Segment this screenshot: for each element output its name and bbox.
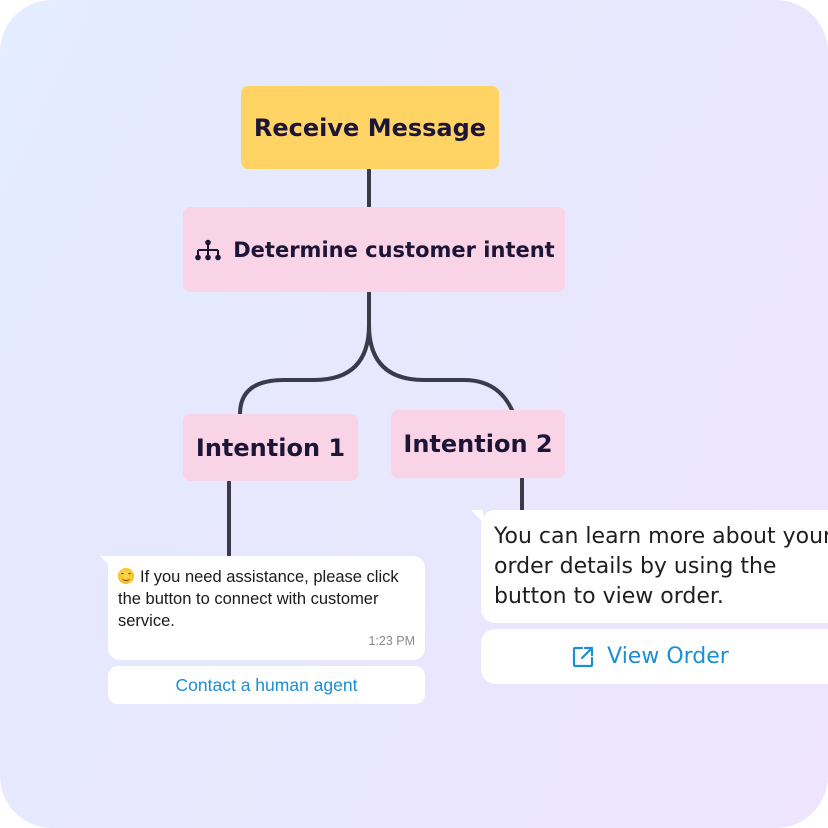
branch-node-label: Intention 1 bbox=[195, 433, 346, 462]
message-timestamp: 1:23 PM bbox=[368, 634, 415, 648]
chat-bubble-tail bbox=[100, 556, 110, 566]
branch-node-intention-2: Intention 2 bbox=[391, 410, 565, 478]
smiling-face-emoji bbox=[118, 568, 134, 584]
contact-human-agent-button[interactable]: Contact a human agent bbox=[108, 666, 425, 704]
chat-bubble-assistance: If you need assistance, please click the… bbox=[108, 556, 425, 660]
connector-decision-to-intention-2 bbox=[367, 323, 514, 412]
hierarchy-icon bbox=[193, 238, 223, 262]
decision-node-determine-intent: Determine customer intent bbox=[183, 207, 565, 292]
connector-decision-to-intention-1 bbox=[238, 291, 371, 416]
button-label: Contact a human agent bbox=[175, 674, 358, 695]
decision-node-label: Determine customer intent bbox=[233, 237, 555, 262]
view-order-button[interactable]: View Order bbox=[481, 629, 828, 684]
external-link-icon bbox=[571, 645, 595, 669]
chat-bubble-order-info: You can learn more about your order deta… bbox=[481, 510, 828, 623]
chat-message: If you need assistance, please click the… bbox=[118, 568, 399, 630]
chat-bubble-tail bbox=[471, 510, 483, 522]
branch-node-intention-1: Intention 1 bbox=[183, 414, 358, 481]
chat-message: You can learn more about your order deta… bbox=[494, 524, 828, 609]
start-node-receive-message: Receive Message bbox=[241, 86, 499, 169]
chat-bubble-text: If you need assistance, please click the… bbox=[118, 566, 408, 632]
branch-node-label: Intention 2 bbox=[403, 430, 553, 458]
button-label: View Order bbox=[607, 644, 729, 669]
start-node-label: Receive Message bbox=[253, 113, 487, 142]
